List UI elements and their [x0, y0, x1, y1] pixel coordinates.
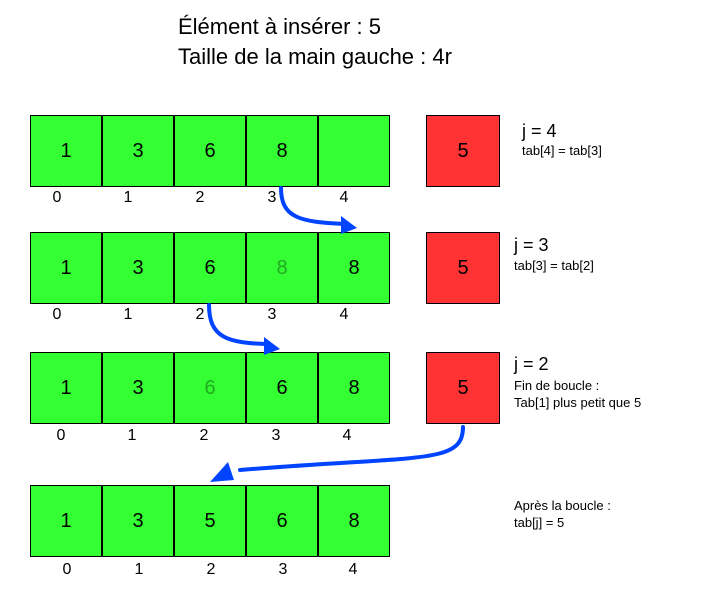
index-label: 3 [271, 427, 281, 444]
index-label: 3 [267, 189, 277, 206]
array-cell: 6 [246, 352, 318, 424]
index-label: 0 [52, 189, 62, 206]
array-cell: 6 [174, 115, 246, 187]
array-cell: 1 [30, 485, 102, 557]
index-label: 0 [52, 306, 62, 323]
array-cell: 8 [318, 485, 390, 557]
left-hand-size-title: Taille de la main gauche : 4r [178, 44, 452, 69]
arrow-head-icon [264, 337, 280, 355]
array-cell-faded: 6 [174, 352, 246, 424]
array-cell: 1 [30, 232, 102, 304]
index-label: 1 [127, 427, 137, 444]
array-cell: 8 [246, 115, 318, 187]
step-note-line: Après la boucle : [514, 498, 611, 513]
index-label: 1 [134, 561, 144, 578]
key-box: 5 [426, 232, 500, 304]
array-cell: 3 [102, 232, 174, 304]
array-row-step-3: 1 3 6 6 8 [30, 352, 390, 424]
index-label: 2 [195, 306, 205, 323]
step-note-heading: j = 2 [514, 354, 549, 374]
array-cell [318, 115, 390, 187]
arrow-head-icon [341, 216, 357, 234]
index-label: 4 [342, 427, 352, 444]
index-label: 2 [206, 561, 216, 578]
step-note-heading: j = 4 [522, 121, 557, 141]
array-cell: 6 [174, 232, 246, 304]
array-cell-faded: 8 [246, 232, 318, 304]
index-label: 0 [62, 561, 72, 578]
array-cell: 3 [102, 352, 174, 424]
step-note-line: tab[j] = 5 [514, 515, 565, 530]
index-label: 2 [199, 427, 209, 444]
index-label: 1 [123, 306, 133, 323]
array-cell-inserted: 5 [174, 485, 246, 557]
index-label: 4 [339, 306, 349, 323]
index-label: 1 [123, 189, 133, 206]
index-label: 0 [56, 427, 66, 444]
index-label: 4 [348, 561, 358, 578]
array-cell: 3 [102, 485, 174, 557]
arrow-head-icon [210, 462, 234, 482]
array-cell: 1 [30, 352, 102, 424]
array-row-step-2: 1 3 6 8 8 [30, 232, 390, 304]
step-note-line: tab[3] = tab[2] [514, 258, 594, 273]
array-cell: 8 [318, 352, 390, 424]
index-label: 3 [267, 306, 277, 323]
array-cell: 3 [102, 115, 174, 187]
step-note-line: Fin de boucle : [514, 378, 600, 393]
index-label: 2 [195, 189, 205, 206]
step-note-line: tab[4] = tab[3] [522, 143, 602, 158]
index-label: 3 [278, 561, 288, 578]
array-cell: 8 [318, 232, 390, 304]
array-row-step-1: 1 3 6 8 [30, 115, 390, 187]
array-cell: 1 [30, 115, 102, 187]
array-row-final: 1 3 5 6 8 [30, 485, 390, 557]
shift-arrow-2-to-3 [207, 303, 270, 346]
index-label: 4 [339, 189, 349, 206]
key-box: 5 [426, 115, 500, 187]
step-note-heading: j = 3 [514, 235, 549, 255]
shift-arrow-3-to-4 [279, 186, 347, 226]
element-to-insert-title: Élément à insérer : 5 [178, 14, 381, 39]
step-note-line: Tab[1] plus petit que 5 [514, 395, 642, 410]
array-cell: 6 [246, 485, 318, 557]
key-box: 5 [426, 352, 500, 424]
insert-arrow-key-to-2 [238, 425, 465, 472]
